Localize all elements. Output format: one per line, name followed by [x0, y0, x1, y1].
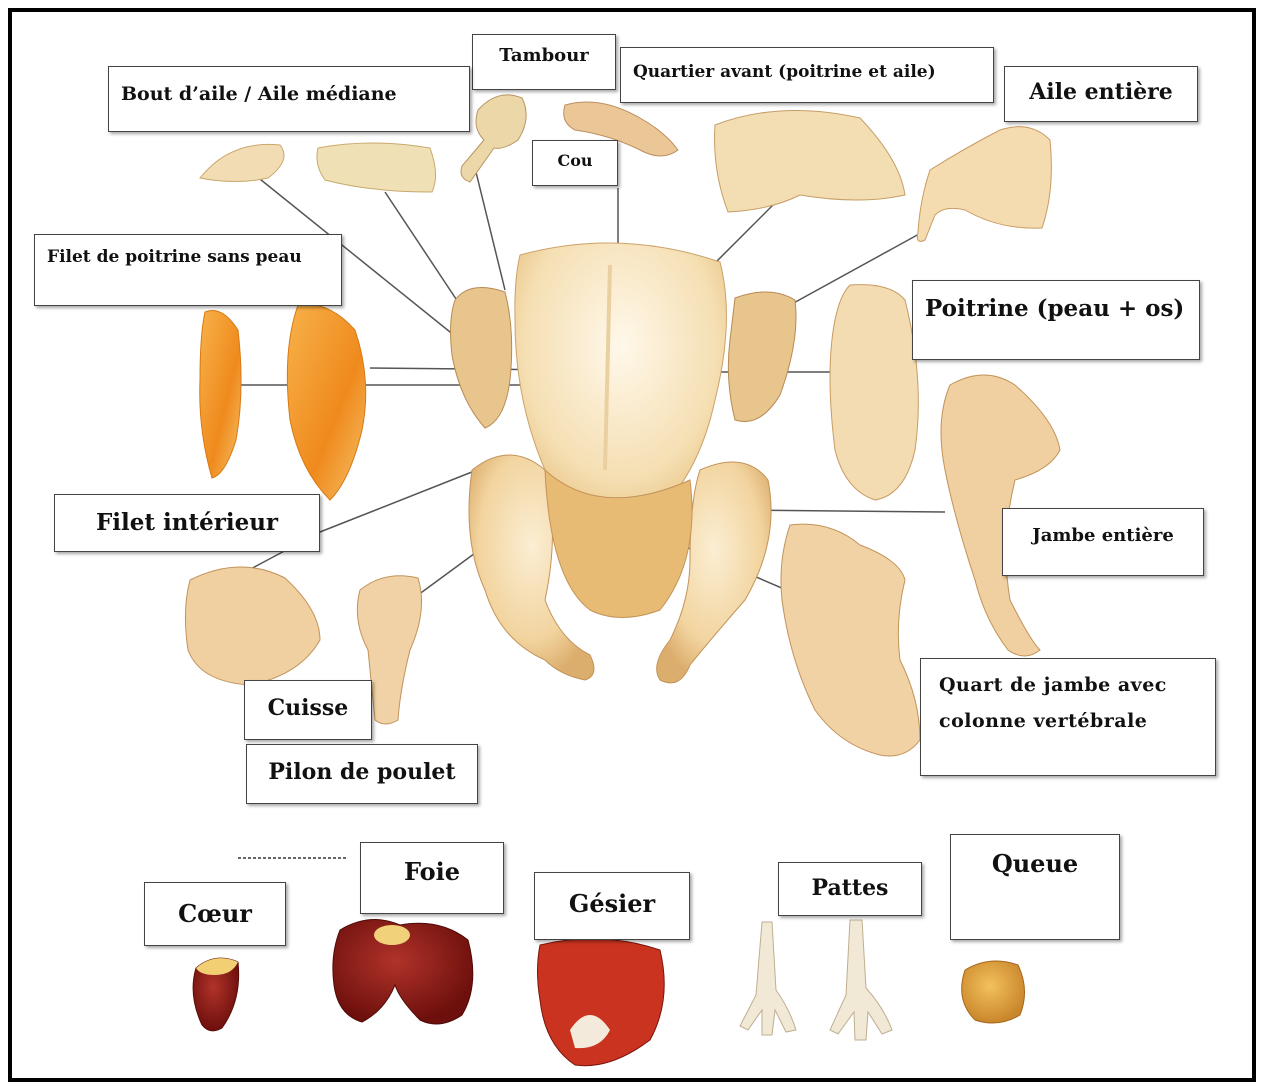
chicken-left-wing: [451, 288, 512, 429]
label-coeur: Cœur: [144, 882, 286, 946]
foot-right: [830, 920, 892, 1040]
label-jambe-entiere: Jambe entière: [1002, 508, 1204, 576]
liver-fat: [374, 925, 410, 945]
label-foie: Foie: [360, 842, 504, 914]
label-aile-entiere: Aile entière: [1004, 66, 1198, 122]
whole-wing-piece: [917, 127, 1051, 242]
label-filet-poitrine: Filet de poitrine sans peau: [34, 234, 342, 306]
bone-in-breast-piece: [830, 285, 918, 500]
thigh-piece: [185, 567, 320, 685]
chicken-right-wing: [728, 292, 796, 422]
label-cou: Cou: [532, 140, 618, 186]
leader-line: [475, 168, 505, 290]
label-cuisse: Cuisse: [244, 680, 372, 740]
tail-piece: [962, 961, 1025, 1023]
label-bout-aile: Bout d’aile / Aile médiane: [108, 66, 470, 132]
label-poitrine: Poitrine (peau + os): [912, 280, 1200, 360]
mid-wing-piece: [317, 143, 436, 192]
wing-tip-piece: [200, 144, 284, 181]
drumette-piece: [461, 95, 526, 182]
label-pattes: Pattes: [778, 862, 922, 916]
label-filet-interieur: Filet intérieur: [54, 494, 320, 552]
label-gesier: Gésier: [534, 872, 690, 940]
label-tambour: Tambour: [472, 34, 616, 90]
label-queue: Queue: [950, 834, 1120, 940]
feet-group: [740, 920, 892, 1040]
breast-fillet-piece: [287, 304, 365, 500]
label-quartier-avant: Quartier avant (poitrine et aile): [620, 47, 994, 103]
leader-line: [418, 548, 482, 595]
gizzard-organ: [538, 939, 665, 1066]
foot-left: [740, 922, 796, 1035]
front-quarter-piece: [715, 110, 905, 212]
leg-quarter-piece: [781, 524, 920, 756]
label-quart-jambe: Quart de jambe avec colonne vertébrale: [920, 658, 1216, 776]
inner-fillet-piece: [200, 310, 241, 478]
label-pilon: Pilon de poulet: [246, 744, 478, 804]
